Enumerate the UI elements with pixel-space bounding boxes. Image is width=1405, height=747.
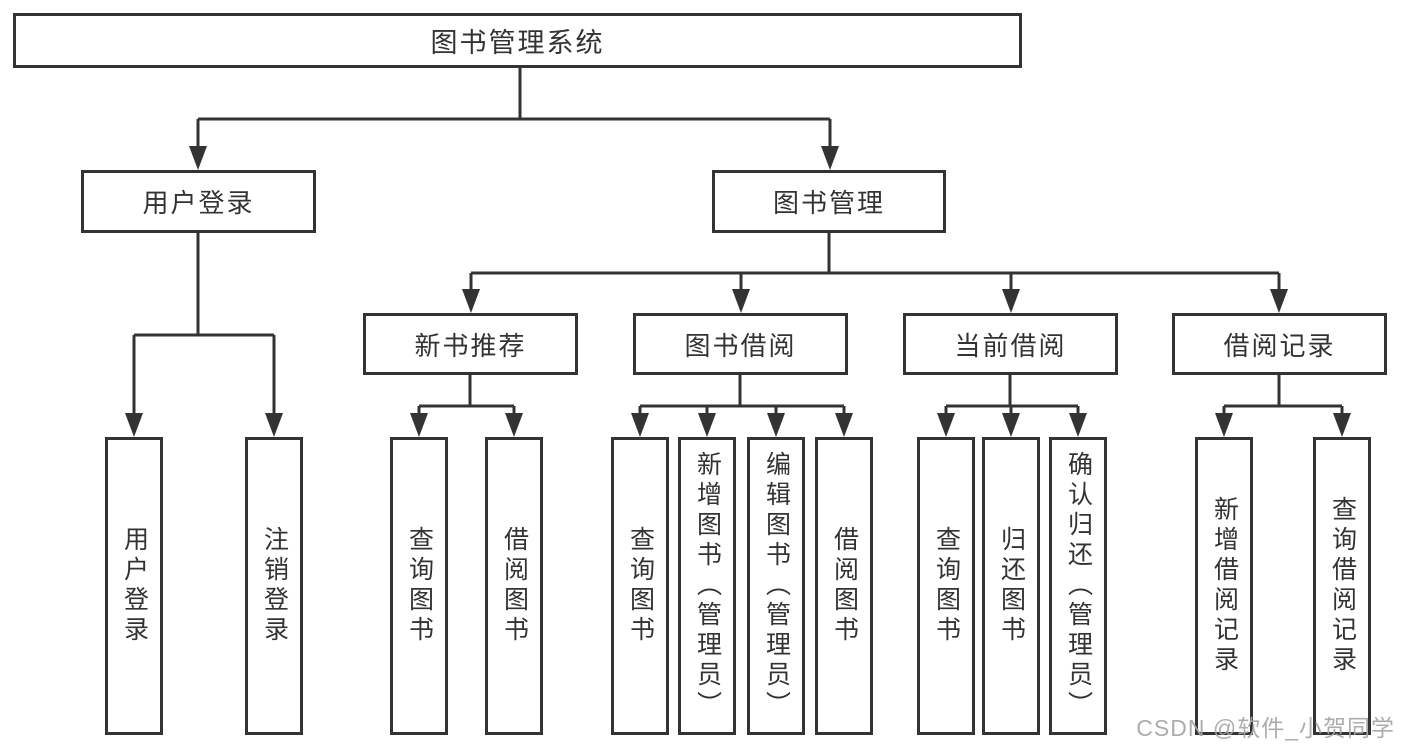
node-current-borrow: 当前借阅 <box>903 313 1118 375</box>
node-label: 确认归还（管理员） <box>1064 451 1093 721</box>
edge-user-login-branch <box>132 233 276 417</box>
node-label: 注销登录 <box>260 526 289 646</box>
arrowhead <box>1002 289 1020 313</box>
node-label: 借阅图书 <box>830 526 859 646</box>
node-label: 当前借阅 <box>954 330 1067 361</box>
node-label: 编辑图书（管理员） <box>762 451 791 721</box>
csdn-watermark: CSDN @软件_小贺同学 <box>1136 715 1395 741</box>
arrowhead <box>1270 289 1288 313</box>
arrowhead <box>835 413 853 437</box>
leaf-query-books-recommend: 查询图书 <box>390 437 448 735</box>
leaf-query-books-borrow: 查询图书 <box>611 437 669 735</box>
node-label: 用户登录 <box>142 188 255 218</box>
arrowhead <box>631 413 649 437</box>
node-label: 借阅记录 <box>1223 330 1336 361</box>
leaf-logout: 注销登录 <box>245 437 303 735</box>
arrowhead <box>821 146 839 170</box>
edge-new-book-branch <box>417 375 516 417</box>
arrowhead <box>698 413 716 437</box>
node-label: 新增图书（管理员） <box>693 451 722 721</box>
arrowhead <box>1215 413 1233 437</box>
leaf-borrow-books: 借阅图书 <box>815 437 873 735</box>
arrowhead <box>732 289 750 313</box>
edge-book-borrow-branch <box>638 375 846 417</box>
arrowhead <box>410 413 428 437</box>
arrowhead <box>1333 413 1351 437</box>
arrowhead <box>189 146 207 170</box>
leaf-add-books-admin: 新增图书（管理员） <box>678 437 736 735</box>
arrowhead <box>1069 413 1087 437</box>
leaf-return-books: 归还图书 <box>982 437 1040 735</box>
node-new-book-recommend: 新书推荐 <box>363 313 578 375</box>
node-borrow-records: 借阅记录 <box>1172 313 1387 375</box>
node-label: 新增借阅记录 <box>1210 496 1239 676</box>
edge-book-mgmt-branch <box>469 233 1281 293</box>
edge-current-borrow-branch <box>944 375 1080 417</box>
edge-root-branch <box>196 68 832 150</box>
arrowhead <box>1002 413 1020 437</box>
node-label: 归还图书 <box>997 526 1026 646</box>
node-label: 查询借阅记录 <box>1328 496 1357 676</box>
arrowhead <box>937 413 955 437</box>
leaf-query-books-current: 查询图书 <box>917 437 975 735</box>
node-root-system: 图书管理系统 <box>13 13 1022 68</box>
node-label: 查询图书 <box>626 526 655 646</box>
edge-borrow-records-branch <box>1222 375 1344 417</box>
node-book-borrow: 图书借阅 <box>633 313 848 375</box>
leaf-query-borrow-record: 查询借阅记录 <box>1313 437 1371 735</box>
leaf-confirm-return-admin: 确认归还（管理员） <box>1049 437 1107 735</box>
node-label: 借阅图书 <box>500 526 529 646</box>
leaf-user-login: 用户登录 <box>105 437 163 735</box>
arrowhead <box>505 413 523 437</box>
node-user-login: 用户登录 <box>81 170 316 233</box>
node-label: 图书管理系统 <box>430 28 605 58</box>
leaf-borrow-books-recommend: 借阅图书 <box>485 437 543 735</box>
node-label: 用户登录 <box>120 526 149 646</box>
arrowhead <box>125 413 143 437</box>
arrowhead <box>462 289 480 313</box>
node-book-management: 图书管理 <box>712 170 946 233</box>
node-label: 查询图书 <box>932 526 961 646</box>
arrowhead <box>767 413 785 437</box>
node-label: 图书借阅 <box>684 330 797 361</box>
leaf-add-borrow-record: 新增借阅记录 <box>1195 437 1253 735</box>
arrowhead <box>265 413 283 437</box>
node-label: 新书推荐 <box>414 330 527 361</box>
node-label: 图书管理 <box>772 188 885 218</box>
leaf-edit-books-admin: 编辑图书（管理员） <box>747 437 805 735</box>
node-label: 查询图书 <box>405 526 434 646</box>
